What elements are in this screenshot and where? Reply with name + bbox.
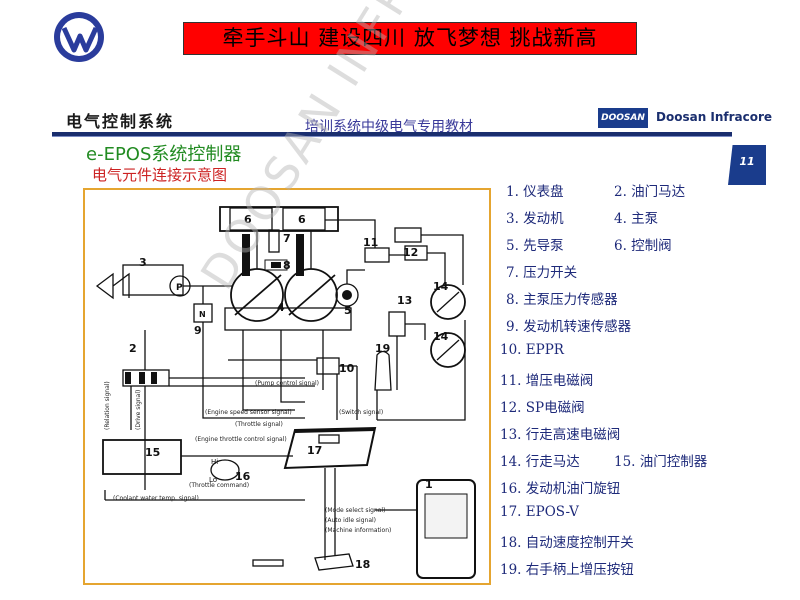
control-valve-b (282, 207, 326, 231)
legend-item-17: 17. EPOS-V (500, 504, 579, 520)
signal-engine-speed-sensor: (Engine speed sensor signal) (205, 409, 292, 416)
legend-item-1: 1. 仪表盘 (506, 184, 564, 200)
signal-drive: (Drive signal) (135, 390, 142, 430)
travel-high-solenoid (388, 311, 406, 337)
callout-9: 9 (194, 324, 202, 337)
callout-2: 2 (129, 342, 137, 355)
header-rule (52, 132, 732, 136)
legend-item-5: 5. 先导泵 (506, 238, 564, 254)
legend-item-11: 11. 增压电磁阀 (500, 373, 594, 389)
textbook-subtitle: 培训系统中级电气专用教材 (305, 119, 473, 135)
legend-item-13: 13. 行走高速电磁阀 (500, 427, 621, 443)
legend-item-19: 19. 右手柄上增压按钮 (500, 562, 634, 578)
callout-6b: 6 (298, 213, 306, 226)
section-title: 电气控制系统 (66, 112, 175, 131)
signal-engine-throttle-control: (Engine throttle control signal) (195, 436, 287, 443)
signal-pump-control: (Pump control signal) (255, 380, 319, 387)
valve-spool-a (242, 234, 250, 276)
callout-14a: 14 (433, 280, 449, 293)
signal-throttle-command: (Throttle command) (189, 482, 249, 489)
engine-throttle-knob (210, 459, 240, 481)
control-valve-a (229, 207, 273, 231)
page-number: 11 (728, 145, 766, 185)
signal-throttle: (Throttle signal) (235, 421, 283, 428)
knob-hi-label: Hi (211, 458, 218, 466)
legend-item-14: 14. 行走马达 (500, 454, 580, 470)
callout-4: 4 (277, 301, 285, 314)
signal-machine-info: (Machine information) (325, 527, 391, 534)
epos-v-controller (283, 426, 377, 470)
auto-speed-switch (314, 553, 354, 571)
legend-item-12: 12. SP电磁阀 (500, 400, 585, 416)
callout-7: 7 (283, 232, 291, 245)
legend-item-3: 3. 发动机 (506, 211, 564, 227)
company-logo (54, 12, 104, 62)
signal-auto-idle: (Auto idle signal) (325, 517, 376, 524)
callout-10: 10 (339, 362, 355, 375)
legend-item-6: 6. 控制阀 (614, 238, 672, 254)
legend-item-2: 2. 油门马达 (614, 184, 686, 200)
slogan-banner: 牵手斗山 建设四川 放飞梦想 挑战新高 (183, 22, 637, 55)
callout-12: 12 (403, 246, 418, 259)
callout-6a: 6 (244, 213, 252, 226)
signal-mode-select: (Mode select signal) (325, 507, 385, 514)
callout-3: 3 (139, 256, 147, 269)
throttle-controller (102, 439, 182, 475)
doosan-logo-badge: DOOSAN (598, 108, 648, 128)
brand-name: Doosan Infracore (656, 110, 773, 124)
callout-13: 13 (397, 294, 412, 307)
callout-19: 19 (375, 342, 390, 355)
signal-relation: (Relation signal) (104, 381, 111, 430)
callout-17: 17 (307, 444, 322, 457)
legend-item-15: 15. 油门控制器 (614, 454, 708, 470)
callout-11: 11 (363, 236, 378, 249)
callout-14b: 14 (433, 330, 449, 343)
engine (122, 264, 184, 296)
travel-motor-upper (430, 284, 466, 320)
schematic-diagram: 3 6 6 7 8 4 5 9 2 10 11 12 13 14 14 19 1… (95, 206, 476, 579)
legend-item-7: 7. 压力开关 (506, 265, 578, 281)
diagram-frame (83, 188, 491, 585)
speed-sensor-mark: N (199, 310, 206, 319)
callout-15: 15 (145, 446, 160, 459)
diagram-subtitle: 电气元件连接示意图 (92, 166, 228, 184)
engine-fan (95, 272, 130, 300)
boost-button-joystick (374, 350, 392, 391)
callout-8: 8 (283, 259, 291, 272)
signal-coolant-temp: (Coolant water temp. signal) (113, 495, 199, 502)
legend-item-9: 9. 发动机转速传感器 (506, 319, 632, 335)
signal-switch: (Switch signal) (339, 409, 383, 416)
instrument-panel (416, 479, 476, 579)
gauge-mark: P (176, 283, 183, 293)
knob-lo-label: Lo (209, 476, 217, 484)
eppr-valve (316, 357, 340, 375)
sp-solenoid (394, 227, 422, 243)
legend-item-18: 18. 自动速度控制开关 (500, 535, 634, 551)
callout-16: 16 (235, 470, 251, 483)
diagram-title: e-EPOS系统控制器 (86, 144, 242, 165)
legend-item-10: 10. EPPR (500, 342, 564, 358)
ground-bar (252, 559, 284, 567)
callout-5: 5 (344, 304, 352, 317)
pressure-switch-box (268, 229, 280, 253)
pump-base (224, 307, 352, 331)
legend-item-4: 4. 主泵 (614, 211, 659, 227)
legend-item-16: 16. 发动机油门旋钮 (500, 481, 621, 497)
header-rule-thin (52, 136, 732, 137)
legend-item-8: 8. 主泵压力传感器 (506, 292, 618, 308)
callout-1: 1 (425, 478, 433, 491)
valve-spool-b (296, 234, 304, 276)
callout-18: 18 (355, 558, 370, 571)
boost-solenoid (364, 247, 390, 263)
